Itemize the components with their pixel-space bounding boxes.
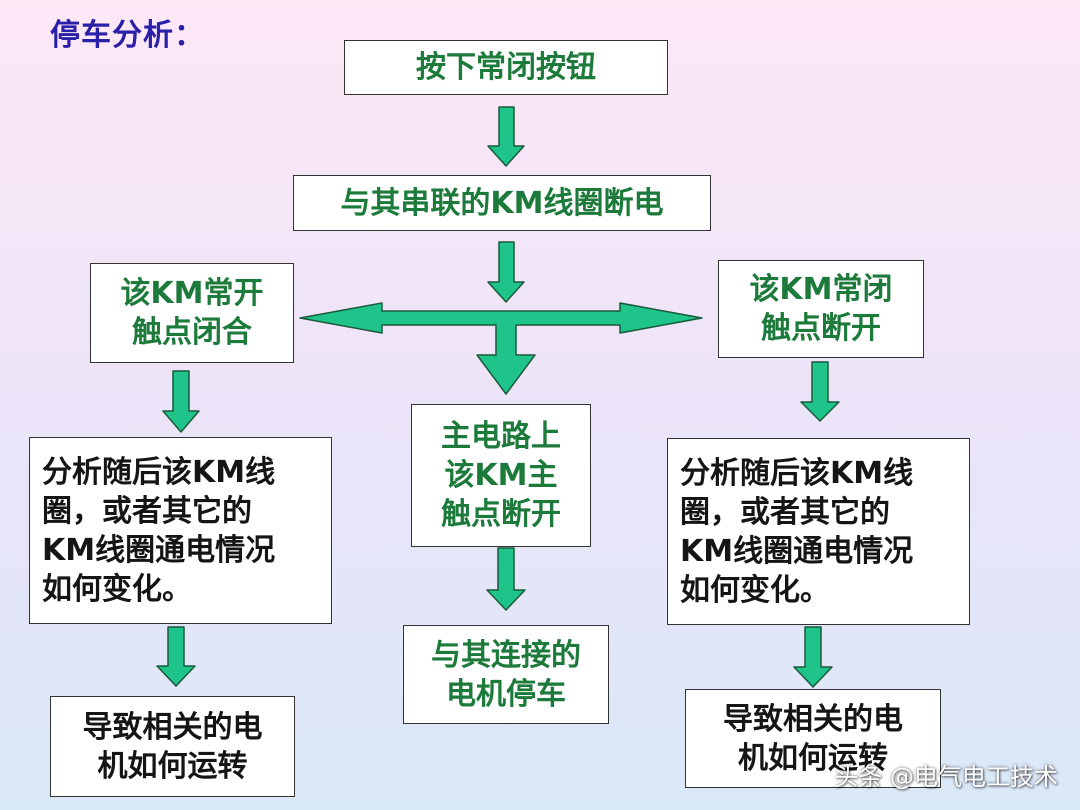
arrow-down-icon — [800, 361, 840, 422]
right-analysis-label: 分析随后该KM线 圈，或者其它的 KM线圈通电情况 如何变化。 — [680, 455, 914, 608]
no-contact-close-node: 该KM常开 触点闭合 — [90, 263, 294, 363]
arrow-down-icon — [156, 626, 196, 687]
left-result-label: 导致相关的电 机如何运转 — [82, 709, 263, 784]
arrow-down-icon — [162, 370, 200, 433]
press-button-node: 按下常闭按钮 — [344, 40, 668, 95]
nc-contact-open-node: 该KM常闭 触点断开 — [718, 260, 924, 358]
main-contact-open-node: 主电路上 该KM主 触点断开 — [411, 404, 591, 547]
main-contact-open-label: 主电路上 该KM主 触点断开 — [441, 419, 561, 532]
press-button-label: 按下常闭按钮 — [416, 50, 596, 85]
arrow-down-icon — [793, 626, 833, 688]
right-analysis-node: 分析随后该KM线 圈，或者其它的 KM线圈通电情况 如何变化。 — [667, 438, 970, 625]
motor-stop-node: 与其连接的 电机停车 — [403, 625, 609, 724]
motor-stop-label: 与其连接的 电机停车 — [431, 637, 581, 712]
right-result-label: 导致相关的电 机如何运转 — [723, 701, 903, 776]
watermark: 头条 @电气电工技术 — [834, 763, 1058, 791]
no-contact-close-label: 该KM常开 触点闭合 — [120, 276, 264, 350]
left-analysis-label: 分析随后该KM线 圈，或者其它的 KM线圈通电情况 如何变化。 — [42, 454, 276, 607]
right-result-node: 导致相关的电 机如何运转 — [685, 689, 941, 788]
left-result-node: 导致相关的电 机如何运转 — [50, 696, 295, 797]
left-analysis-node: 分析随后该KM线 圈，或者其它的 KM线圈通电情况 如何变化。 — [29, 437, 332, 624]
page-title: 停车分析： — [50, 18, 205, 53]
coil-off-node: 与其串联的KM线圈断电 — [293, 175, 711, 231]
split-arrow-icon — [299, 302, 703, 395]
coil-off-label: 与其串联的KM线圈断电 — [340, 185, 664, 221]
arrow-down-icon — [487, 106, 525, 167]
arrow-down-icon — [487, 241, 525, 303]
arrow-down-icon — [486, 547, 526, 611]
nc-contact-open-label: 该KM常闭 触点断开 — [749, 272, 893, 346]
